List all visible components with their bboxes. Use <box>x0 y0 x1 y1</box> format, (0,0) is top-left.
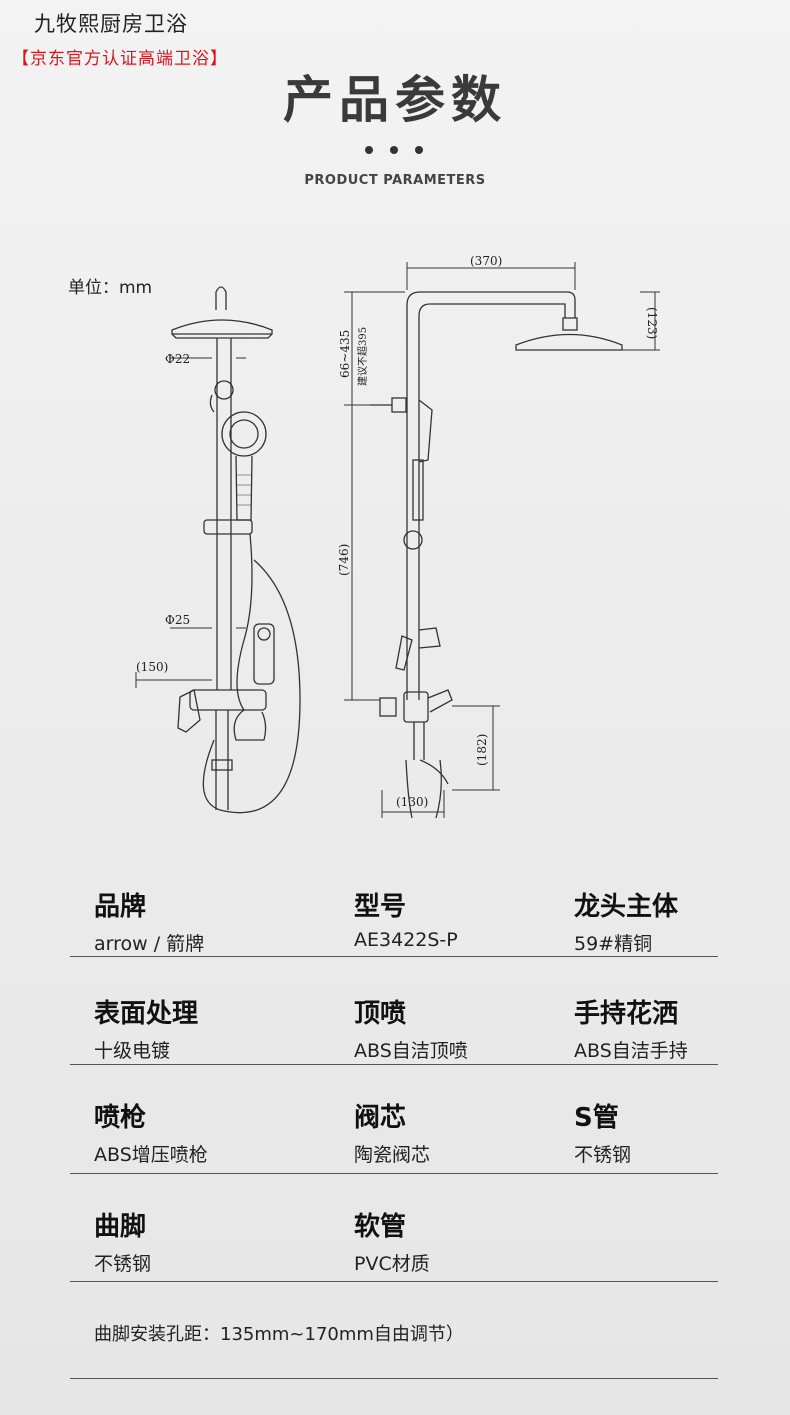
spec-cell: 软管 PVC材质 <box>354 1206 430 1276</box>
spec-label: 阀芯 <box>354 1103 407 1133</box>
installation-note: 曲脚安装孔距：135mm~170mm自由调节） <box>94 1324 464 1345</box>
spec-value: 不锈钢 <box>574 1144 632 1166</box>
spec-value: arrow / 箭牌 <box>94 933 205 955</box>
spec-label: 品牌 <box>94 892 147 922</box>
dim-130: (130) <box>396 795 428 809</box>
spec-cell: 手持花洒 ABS自洁手持 <box>574 993 688 1063</box>
spec-value: ABS增压喷枪 <box>94 1144 208 1166</box>
page-subtitle: PRODUCT PARAMETERS <box>304 173 486 188</box>
dim-phi25: Φ25 <box>165 613 190 627</box>
spec-label: S管 <box>574 1103 619 1133</box>
title-dots <box>365 146 425 156</box>
dim-123: (123) <box>645 307 659 339</box>
spec-row: 品牌 arrow / 箭牌 型号 AE3422S-P 龙头主体 59#精铜 <box>70 870 718 957</box>
spec-row: 曲脚 不锈钢 软管 PVC材质 <box>70 1174 718 1282</box>
spec-label: 手持花洒 <box>574 999 679 1029</box>
page-title: 产品参数 <box>283 71 507 129</box>
spec-value: 59#精铜 <box>574 933 653 955</box>
spec-cell: 喷枪 ABS增压喷枪 <box>94 1097 208 1167</box>
dim-370: (370) <box>470 254 502 268</box>
spec-cell: 曲脚 不锈钢 <box>94 1206 151 1276</box>
spec-value: ABS自洁手持 <box>574 1040 688 1062</box>
bottom-divider <box>70 1378 718 1379</box>
spec-row: 表面处理 十级电镀 顶喷 ABS自洁顶喷 手持花洒 ABS自洁手持 <box>70 957 718 1065</box>
unit-label: 单位：mm <box>68 278 153 298</box>
spec-label: 软管 <box>354 1212 407 1242</box>
spec-label: 龙头主体 <box>574 892 679 922</box>
spec-row: 喷枪 ABS增压喷枪 阀芯 陶瓷阀芯 S管 不锈钢 <box>70 1065 718 1174</box>
spec-label: 曲脚 <box>94 1212 147 1242</box>
spec-cell: 顶喷 ABS自洁顶喷 <box>354 993 468 1063</box>
spec-value: 不锈钢 <box>94 1253 152 1275</box>
dim-746: (746) <box>337 544 351 576</box>
spec-label: 顶喷 <box>354 999 407 1029</box>
spec-cell: 型号 AE3422S-P <box>354 886 458 951</box>
spec-cell: 品牌 arrow / 箭牌 <box>94 886 204 956</box>
dim-range: 66~435 <box>338 330 352 378</box>
spec-table: 品牌 arrow / 箭牌 型号 AE3422S-P 龙头主体 59#精铜 表面… <box>70 870 718 1282</box>
spec-cell: 表面处理 十级电镀 <box>94 993 198 1063</box>
spec-cell: 龙头主体 59#精铜 <box>574 886 678 956</box>
store-name: 九牧熙厨房卫浴 <box>34 12 188 36</box>
dim-150: (150) <box>136 660 168 674</box>
spec-cell: S管 不锈钢 <box>574 1097 631 1167</box>
dim-phi22: Φ22 <box>165 352 190 366</box>
spec-value: PVC材质 <box>354 1253 430 1275</box>
spec-label: 表面处理 <box>94 999 199 1029</box>
store-certification: 【京东官方认证高端卫浴】 <box>12 49 228 69</box>
front-view-drawing <box>171 286 301 814</box>
dimension-drawing: Φ22 Φ25 (150) (370) (123) 66~435 建议不超395… <box>135 254 660 819</box>
dim-range-note: 建议不超395 <box>356 327 369 386</box>
spec-value: AE3422S-P <box>354 929 458 951</box>
side-view-drawing <box>370 291 623 819</box>
spec-label: 喷枪 <box>94 1103 147 1133</box>
spec-value: ABS自洁顶喷 <box>354 1040 468 1062</box>
spec-value: 十级电镀 <box>94 1040 171 1062</box>
spec-cell: 阀芯 陶瓷阀芯 <box>354 1097 430 1167</box>
dim-182: (182) <box>475 734 489 766</box>
spec-value: 陶瓷阀芯 <box>354 1144 431 1166</box>
spec-label: 型号 <box>354 892 407 922</box>
